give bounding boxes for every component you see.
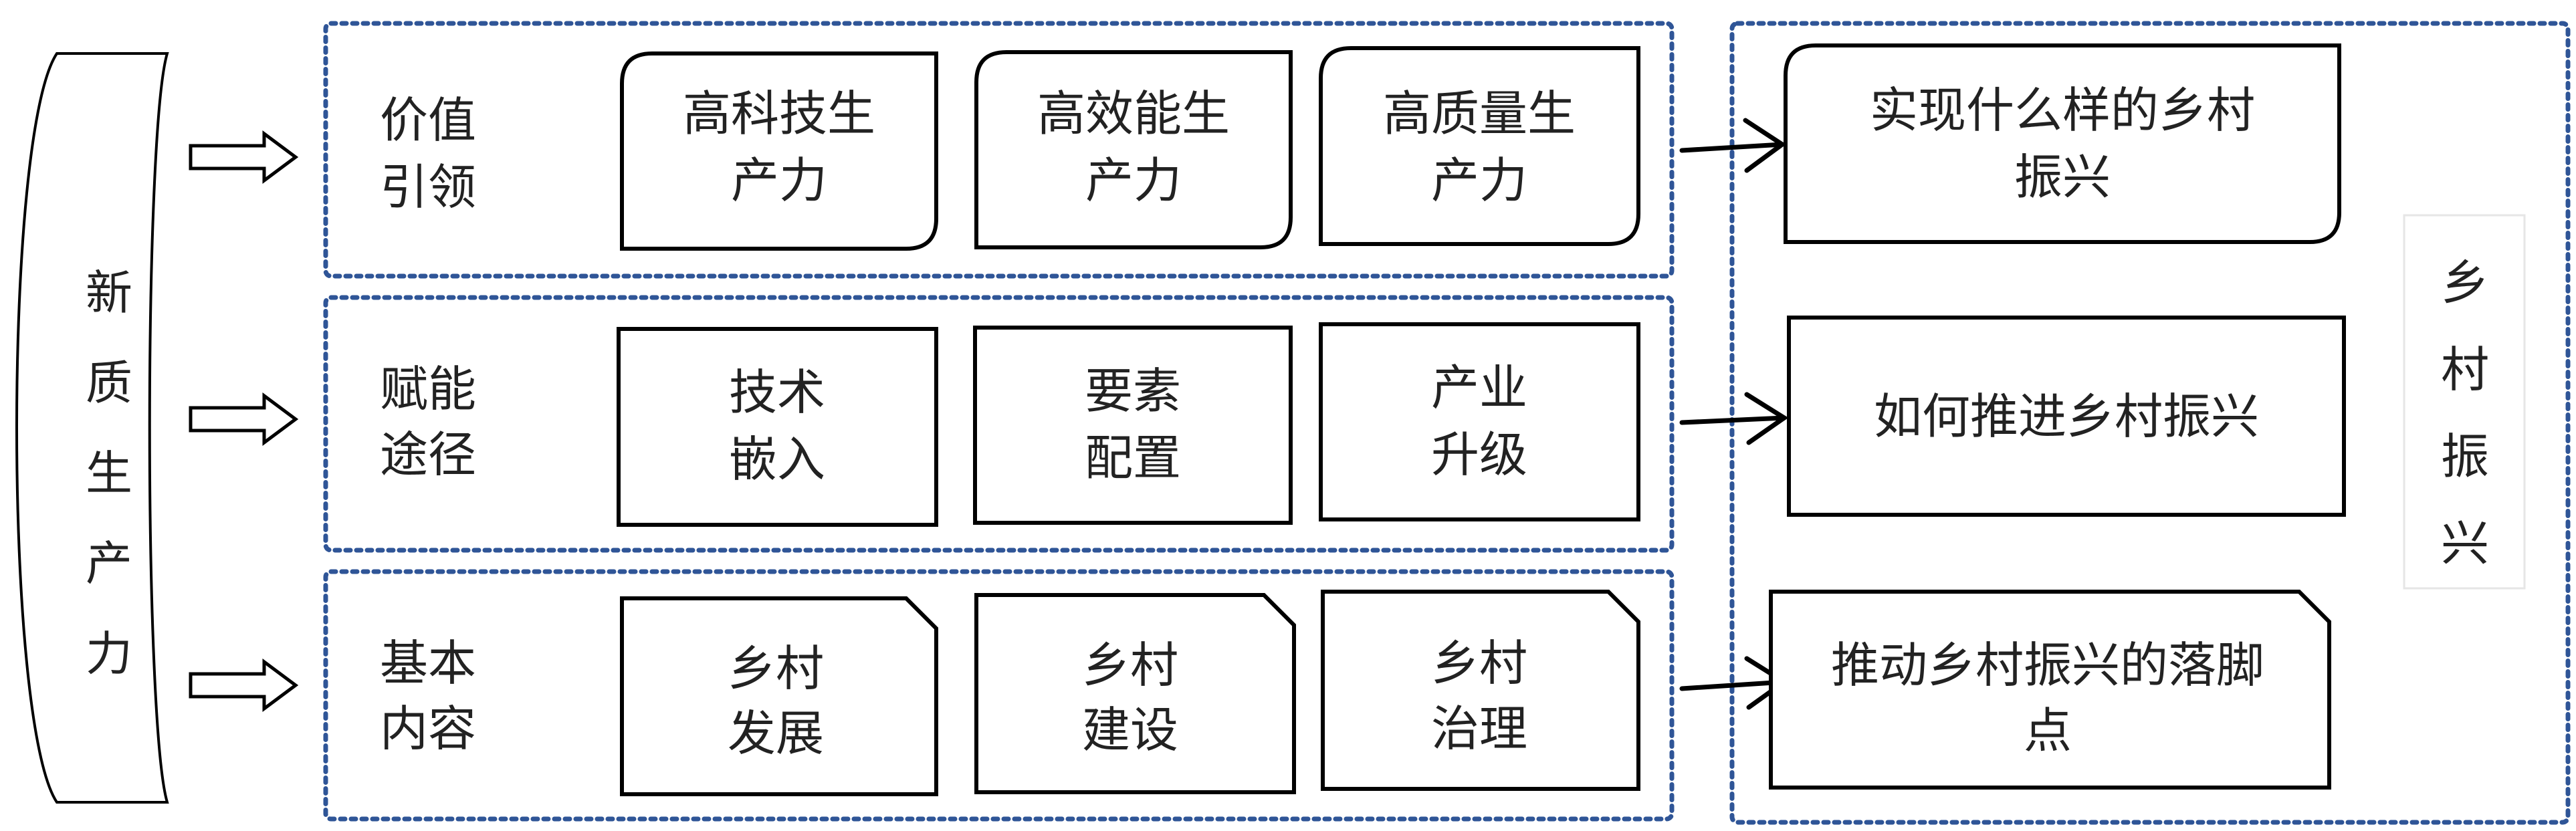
item-text-line: 产力 (731, 152, 827, 209)
left-vertical-label: 新 质 生 产 力 (86, 265, 132, 681)
outcome-box-what-kind-of-revitalization: 实现什么样的乡村 振兴 (1784, 43, 2341, 244)
item-text-line: 高效能生 (1037, 86, 1230, 142)
outcome-box-how-to-promote-revitalization: 如何推进乡村振兴 (1787, 316, 2346, 517)
hollow-arrow-row-3 (189, 659, 299, 712)
row-label-line: 赋能 (380, 361, 476, 417)
row-label-1: 价值 引领 (380, 92, 476, 215)
item-text-line: 治理 (1431, 701, 1527, 757)
left-label-char: 生 (86, 446, 132, 501)
hollow-arrow-row-1 (189, 130, 299, 184)
item-box-high-quality-productivity: 高质量生 产力 (1319, 46, 1640, 246)
right-label-panel (2403, 214, 2526, 590)
item-box-rural-construction: 乡村 建设 (974, 593, 1296, 794)
outcome-text-line: 点 (2024, 703, 2072, 759)
outcome-text-line: 如何推进乡村振兴 (1874, 388, 2259, 445)
row-frame-empowerment-path (323, 295, 1675, 553)
item-text-line: 技术 (729, 364, 825, 421)
item-text-line: 发展 (728, 705, 824, 761)
hollow-arrow-row-2 (189, 392, 299, 446)
outcome-text-line: 振兴 (2014, 149, 2111, 205)
row-label-line: 引领 (380, 159, 476, 215)
right-label-char: 振 (2441, 429, 2489, 485)
item-text-line: 高质量生 (1383, 86, 1576, 142)
item-text-line: 乡村 (1082, 637, 1178, 693)
item-box-technology-embedding: 技术 嵌入 (617, 327, 938, 527)
item-text-line: 产力 (1085, 152, 1182, 209)
item-text-line: 配置 (1085, 430, 1181, 486)
item-box-high-tech-productivity: 高科技生 产力 (620, 51, 938, 251)
row-label-2: 赋能 途径 (380, 361, 476, 483)
right-label-char: 兴 (2441, 515, 2489, 572)
item-box-rural-development: 乡村 发展 (620, 596, 938, 796)
item-box-factor-allocation: 要素 配置 (973, 326, 1293, 525)
item-text-line: 嵌入 (729, 431, 825, 487)
item-box-high-efficiency-productivity: 高效能生 产力 (974, 50, 1293, 249)
left-label-char: 新 (86, 265, 132, 320)
item-text-line: 产力 (1431, 152, 1527, 209)
right-vertical-label: 乡 村 振 兴 (2441, 255, 2489, 572)
item-box-rural-governance: 乡村 治理 (1321, 590, 1640, 791)
outcome-text-line: 推动乡村振兴的落脚 (1831, 637, 2264, 693)
item-text-line: 乡村 (728, 640, 824, 697)
item-text-line: 乡村 (1431, 635, 1527, 691)
row-label-3: 基本 内容 (380, 635, 476, 757)
item-text-line: 建设 (1082, 702, 1178, 758)
row-label-line: 途径 (380, 427, 476, 483)
connector-arrow-row-1 (1679, 118, 1787, 173)
left-label-char: 力 (86, 626, 132, 681)
left-label-char: 产 (86, 536, 132, 591)
item-text-line: 升级 (1431, 427, 1527, 483)
row-label-line: 价值 (380, 92, 476, 148)
item-text-line: 产业 (1431, 360, 1527, 416)
row-label-line: 基本 (380, 635, 476, 691)
right-frame-rural-revitalization (1729, 21, 2571, 825)
item-text-line: 高科技生 (683, 86, 875, 142)
outcome-box-foothold-of-revitalization: 推动乡村振兴的落脚 点 (1769, 590, 2331, 790)
row-frame-basic-content (323, 569, 1675, 822)
item-text-line: 要素 (1085, 363, 1181, 419)
item-box-industrial-upgrading: 产业 升级 (1319, 322, 1640, 521)
outcome-text-line: 实现什么样的乡村 (1870, 82, 2255, 138)
row-frame-value-leading (323, 21, 1675, 279)
right-label-char: 村 (2441, 342, 2489, 398)
left-label-char: 质 (86, 356, 132, 410)
left-scroll-shape (15, 52, 169, 804)
row-label-line: 内容 (380, 701, 476, 757)
connector-arrow-row-2 (1679, 392, 1789, 445)
right-label-char: 乡 (2441, 255, 2489, 311)
